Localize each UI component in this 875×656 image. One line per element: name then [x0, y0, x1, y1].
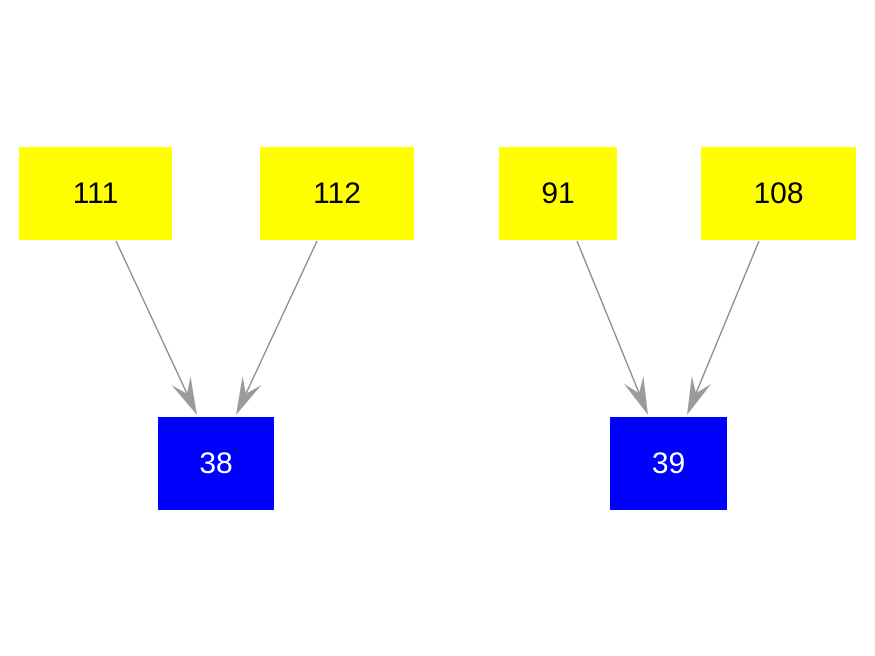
node-112[interactable]: 112: [260, 147, 414, 240]
node-label: 111: [72, 176, 119, 210]
node-label: 112: [313, 176, 361, 210]
node-39[interactable]: 39: [610, 417, 727, 510]
node-label: 91: [541, 176, 575, 210]
node-108[interactable]: 108: [701, 147, 856, 240]
node-111[interactable]: 111: [19, 147, 172, 240]
node-38[interactable]: 38: [158, 417, 274, 510]
node-label: 38: [199, 446, 233, 480]
node-label: 39: [651, 446, 686, 480]
node-label: 108: [753, 176, 804, 210]
node-91[interactable]: 91: [499, 147, 617, 240]
